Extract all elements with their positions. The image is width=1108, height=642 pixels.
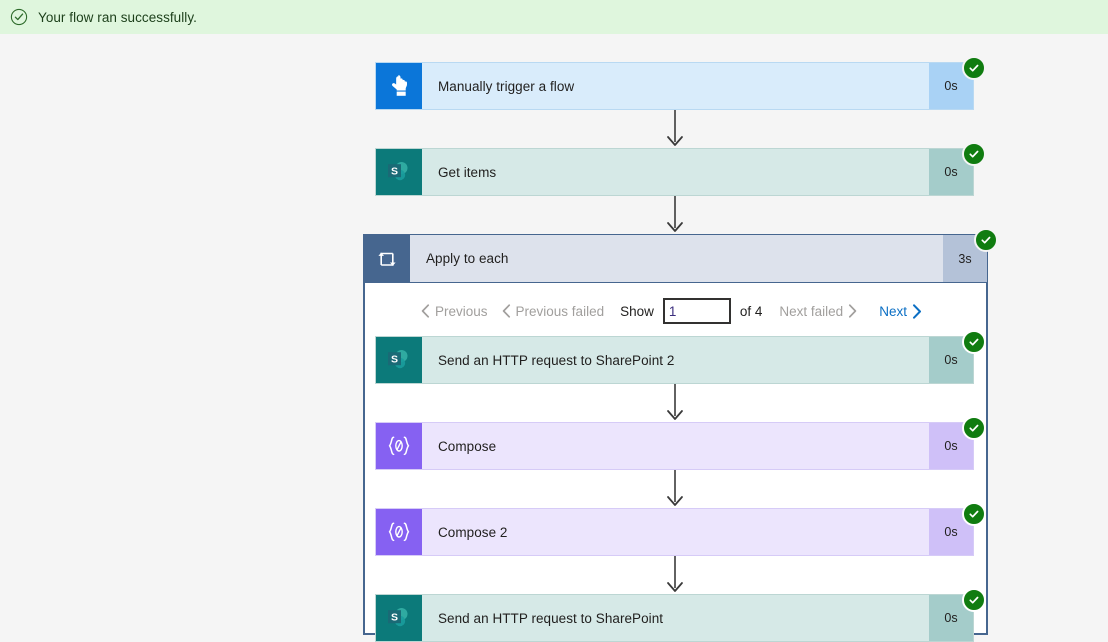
success-check-circle-icon xyxy=(10,8,28,26)
next-failed-button[interactable]: Next failed xyxy=(779,304,857,319)
status-badge-succeeded xyxy=(974,228,998,252)
flow-step-compose-2[interactable]: Compose 2 0s xyxy=(375,508,974,556)
status-badge-succeeded xyxy=(962,142,986,166)
flow-step-title: Get items xyxy=(438,164,497,180)
success-banner: Your flow ran successfully. xyxy=(0,0,1108,34)
sharepoint-icon: S xyxy=(376,149,422,195)
flow-step-title: Compose 2 xyxy=(438,524,508,540)
previous-failed-button[interactable]: Previous failed xyxy=(502,303,605,319)
previous-label: Previous xyxy=(435,303,488,319)
flow-step-title: Compose xyxy=(438,438,497,454)
flow-step-get-items[interactable]: S Get items 0s xyxy=(375,148,974,196)
previous-button[interactable]: Previous xyxy=(421,304,488,319)
scope-pagination: Previous Previous failed Show of 4 Next … xyxy=(421,296,922,326)
page-total-label: of 4 xyxy=(739,303,763,319)
connector-arrow xyxy=(667,556,683,592)
flow-run-canvas: Manually trigger a flow 0s S Get items 0… xyxy=(0,34,1108,642)
flow-step-manually-trigger-a-flow[interactable]: Manually trigger a flow 0s xyxy=(375,62,974,110)
compose-braces-icon xyxy=(376,423,422,469)
sharepoint-icon: S xyxy=(376,595,422,641)
chevron-right-icon xyxy=(849,304,857,318)
flow-step-send-an-http-request-to-sharepoint-2[interactable]: S Send an HTTP request to SharePoint 2 0… xyxy=(375,336,974,384)
banner-message: Your flow ran successfully. xyxy=(38,9,197,25)
flow-step-compose[interactable]: Compose 0s xyxy=(375,422,974,470)
svg-text:S: S xyxy=(391,353,398,365)
page-number-input[interactable] xyxy=(662,298,731,324)
flow-step-title: Send an HTTP request to SharePoint xyxy=(438,610,664,626)
show-label: Show xyxy=(620,303,654,319)
flow-step-duration: 3s xyxy=(943,235,987,282)
connector-arrow xyxy=(667,384,683,420)
compose-braces-icon xyxy=(376,509,422,555)
next-button[interactable]: Next xyxy=(879,304,922,319)
svg-text:S: S xyxy=(391,165,398,177)
flow-step-apply-to-each[interactable]: Apply to each 3s xyxy=(363,234,988,283)
next-failed-label: Next failed xyxy=(779,303,844,319)
status-badge-succeeded xyxy=(962,502,986,526)
sharepoint-icon: S xyxy=(376,337,422,383)
flow-step-title: Manually trigger a flow xyxy=(438,78,575,94)
status-badge-succeeded xyxy=(962,588,986,612)
previous-failed-label: Previous failed xyxy=(515,303,605,319)
connector-arrow xyxy=(667,470,683,506)
status-badge-succeeded xyxy=(962,330,986,354)
connector-arrow xyxy=(667,196,683,232)
chevron-left-icon xyxy=(502,304,510,318)
status-badge-succeeded xyxy=(962,56,986,80)
flow-step-title: Apply to each xyxy=(426,251,509,266)
next-label: Next xyxy=(879,303,907,319)
svg-text:S: S xyxy=(391,611,398,623)
chevron-right-icon xyxy=(912,303,921,319)
chevron-left-icon xyxy=(421,304,430,318)
connector-arrow xyxy=(667,110,683,146)
loop-repeat-icon xyxy=(364,235,410,282)
tap-hand-icon xyxy=(376,63,422,109)
flow-step-title: Send an HTTP request to SharePoint 2 xyxy=(438,352,675,368)
status-badge-succeeded xyxy=(962,416,986,440)
flow-step-send-an-http-request-to-sharepoint[interactable]: S Send an HTTP request to SharePoint 0s xyxy=(375,594,974,642)
